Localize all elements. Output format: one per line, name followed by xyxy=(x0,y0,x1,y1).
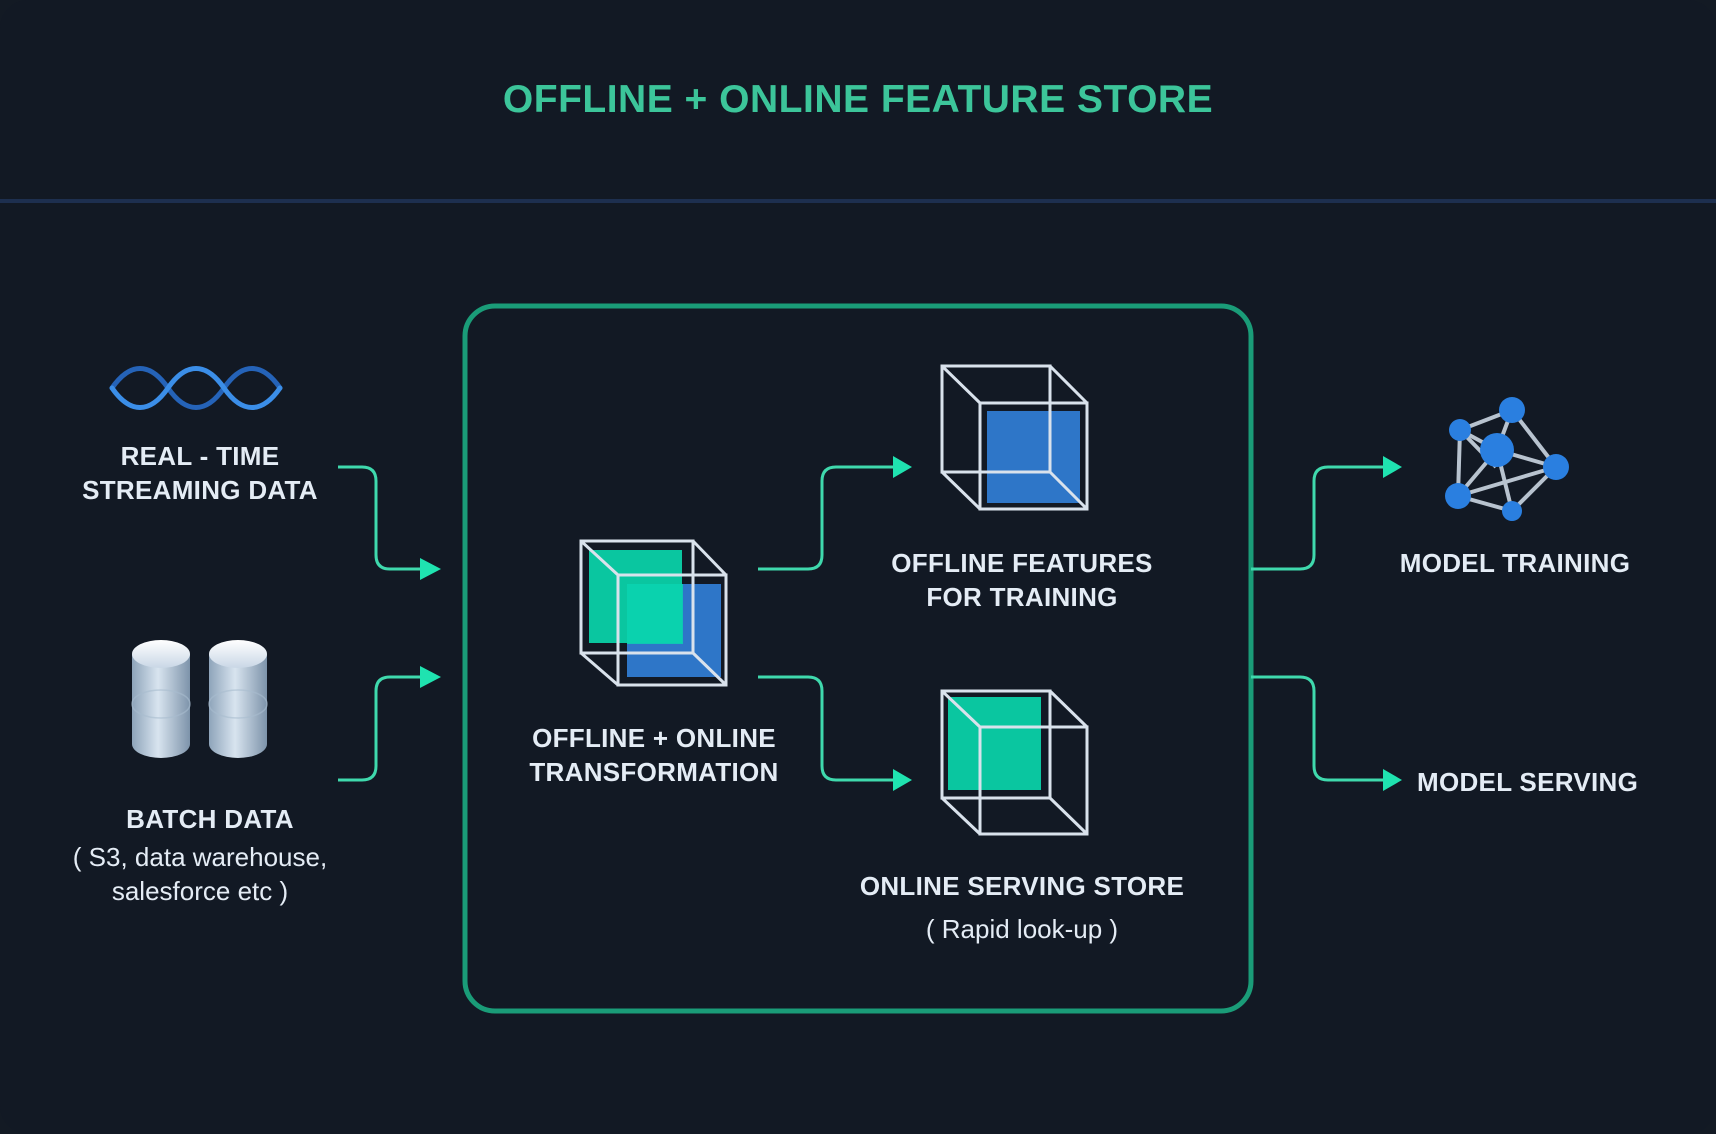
database-icon xyxy=(131,640,191,758)
model-serving-label: MODEL SERVING xyxy=(1417,767,1639,797)
page-title: OFFLINE + ONLINE FEATURE STORE xyxy=(502,78,1214,121)
connector-batch xyxy=(338,675,420,782)
cube-icon xyxy=(940,689,1089,836)
streaming-label-line1: REAL - TIME xyxy=(120,441,280,471)
model-training-label: MODEL TRAINING xyxy=(1399,548,1631,578)
transformation-label-line1: OFFLINE + ONLINE xyxy=(532,723,776,753)
offline-features-label-line1: OFFLINE FEATURES xyxy=(891,548,1153,578)
connectors xyxy=(338,465,1383,782)
database-icon xyxy=(208,640,268,758)
connector-to-offline xyxy=(758,465,893,571)
batch-sub-line2: salesforce etc ) xyxy=(111,876,289,906)
offline-features-label-line2: FOR TRAINING xyxy=(926,582,1118,612)
connector-streaming xyxy=(338,465,420,571)
batch-sub-line1: ( S3, data warehouse, xyxy=(72,842,328,872)
batch-title: BATCH DATA xyxy=(126,804,294,834)
online-serving-label: ONLINE SERVING STORE xyxy=(859,871,1185,901)
arrow-head xyxy=(1383,456,1402,478)
connector-to-serving xyxy=(1251,675,1383,782)
feature-store-box xyxy=(462,303,1254,1014)
arrow-head xyxy=(1383,769,1402,791)
network-icon xyxy=(1445,397,1569,521)
arrowheads xyxy=(420,456,1402,791)
connector-to-online xyxy=(758,675,893,782)
arrow-head xyxy=(893,456,912,478)
transformation-label-line2: TRANSFORMATION xyxy=(529,757,779,787)
streaming-label-line2: STREAMING DATA xyxy=(82,475,318,505)
connector-to-training xyxy=(1251,465,1383,571)
wave-icon xyxy=(109,366,283,410)
arrow-head xyxy=(420,558,441,580)
cube-icon xyxy=(579,539,728,687)
online-serving-sub: ( Rapid look-up ) xyxy=(925,914,1119,944)
arrow-head xyxy=(420,666,441,688)
arrow-head xyxy=(893,769,912,791)
header-divider xyxy=(0,199,1716,203)
cube-icon xyxy=(940,364,1089,511)
